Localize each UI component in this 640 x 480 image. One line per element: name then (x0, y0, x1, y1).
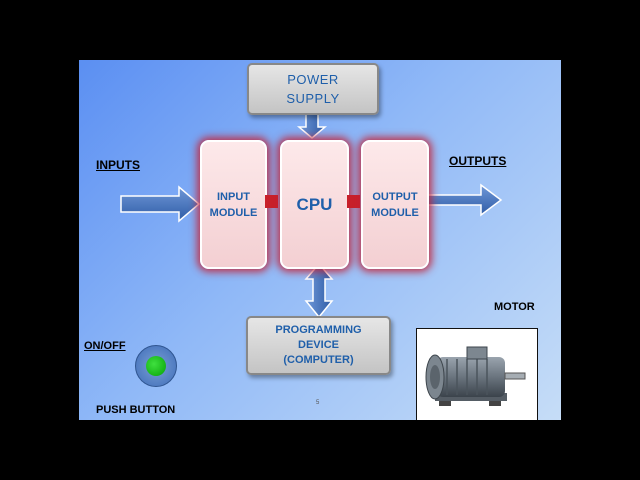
programming-device-line-3: (COMPUTER) (283, 354, 354, 366)
programming-device-line-1: PROGRAMMING (275, 324, 362, 336)
onoff-label: ON/OFF (84, 340, 126, 352)
programming-device-line-2: DEVICE (298, 339, 339, 351)
power-supply-line-1: POWER (287, 72, 339, 87)
motor-photo (416, 328, 538, 420)
output-module-line-2: MODULE (371, 206, 419, 219)
page-number: 5 (316, 400, 320, 406)
push-button-label: PUSH BUTTON (96, 404, 176, 416)
input-module-line-2: MODULE (209, 206, 258, 219)
input-module-box: INPUT MODULE (200, 140, 267, 269)
cpu-output-connector (347, 195, 360, 208)
input-cpu-connector (265, 195, 278, 208)
outputs-label: OUTPUTS (449, 154, 507, 168)
input-arrow (120, 185, 201, 223)
slide: POWER SUPPLY INPUT MODULE CPU OUTPUT MOD… (79, 60, 561, 420)
motor-icon (425, 346, 526, 406)
inputs-label: INPUTS (96, 158, 141, 172)
output-module-line-1: OUTPUT (372, 190, 418, 203)
motor-label: MOTOR (494, 301, 535, 313)
power-arrow (296, 113, 328, 139)
push-button-icon (135, 345, 177, 387)
power-supply-box: POWER SUPPLY (247, 63, 379, 115)
cpu-box: CPU (280, 140, 349, 269)
flow-arrows (120, 113, 503, 319)
programming-arrow (304, 262, 334, 319)
output-arrow (427, 183, 503, 217)
push-button-green-center (146, 356, 166, 376)
output-module-box: OUTPUT MODULE (361, 140, 429, 269)
input-module-line-1: INPUT (217, 190, 250, 203)
cpu-label: CPU (296, 194, 333, 214)
programming-device-box: PROGRAMMING DEVICE (COMPUTER) (246, 316, 391, 375)
power-supply-line-2: SUPPLY (286, 91, 340, 106)
